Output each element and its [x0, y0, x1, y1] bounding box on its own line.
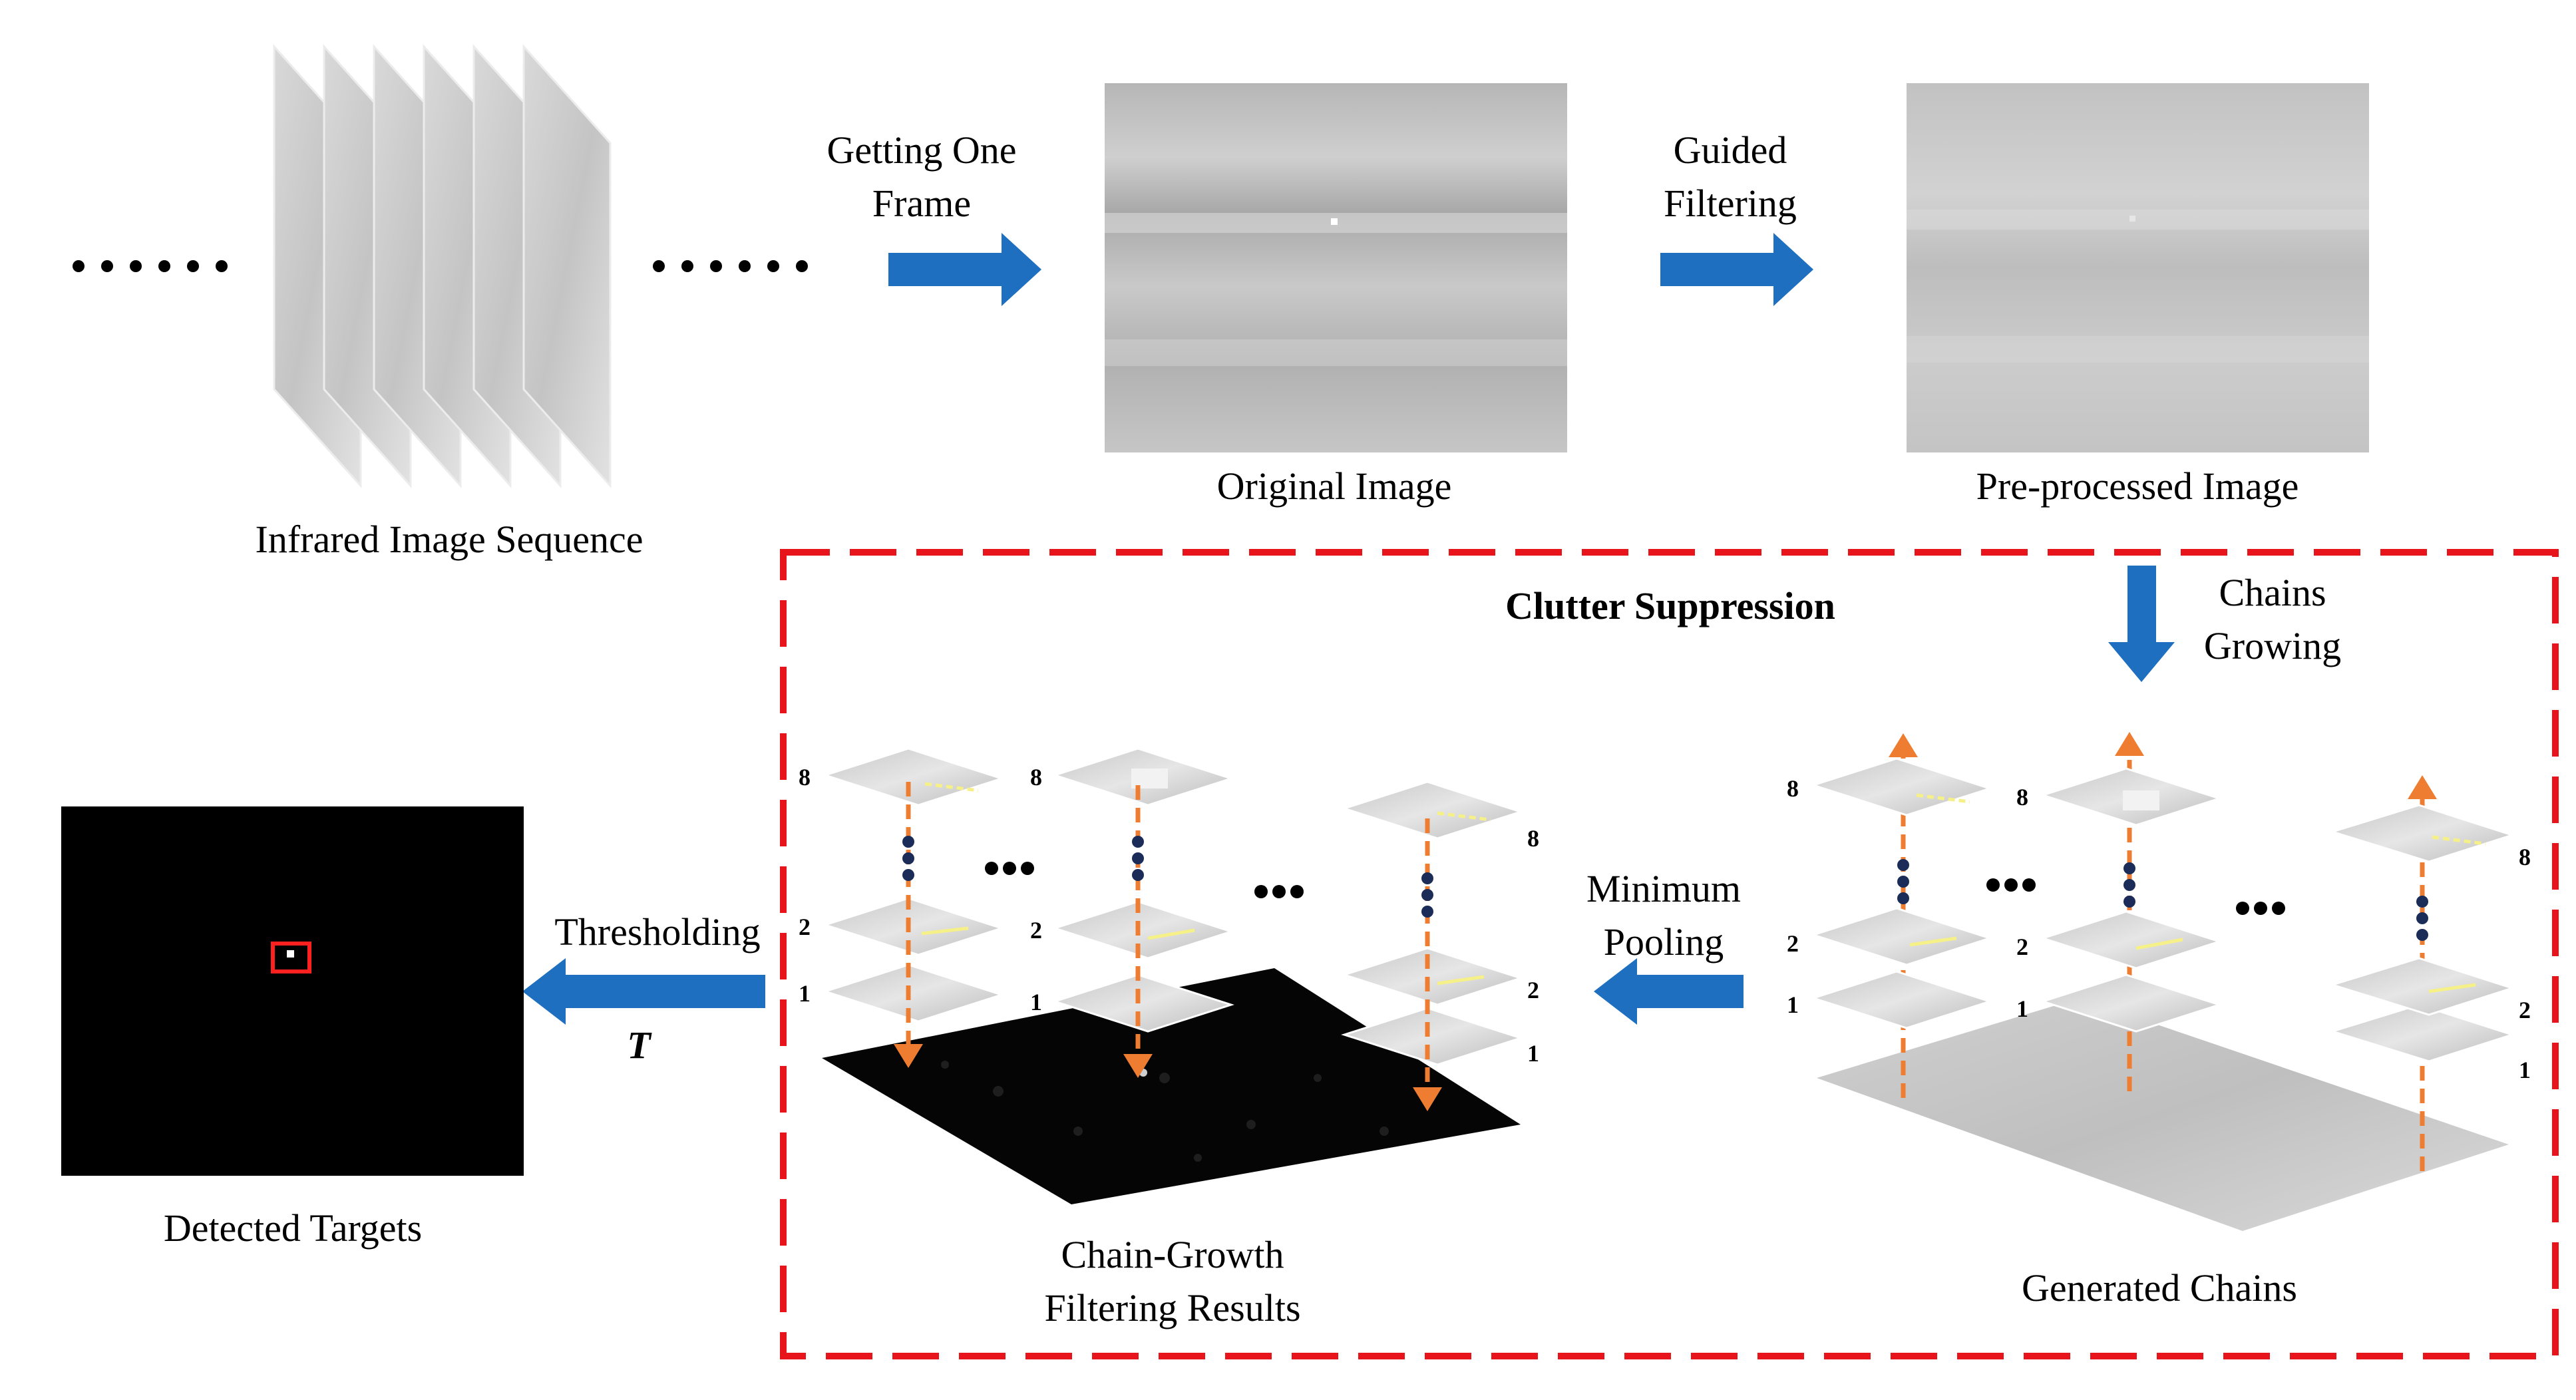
- clutter-suppression-title: Clutter Suppression: [1505, 584, 1835, 627]
- block-arrow-icon: [1594, 958, 1744, 1025]
- generated-base-image: [1817, 998, 2509, 1231]
- layer-number-8: 8: [2016, 784, 2028, 810]
- detected-targets-label: Detected Targets: [164, 1206, 422, 1250]
- block-arrow-icon: [888, 233, 1041, 306]
- generated-chains-label: Generated Chains: [2022, 1266, 2297, 1310]
- layer-number-8: 8: [1030, 764, 1042, 790]
- chain-stack: 8 2 1: [1030, 747, 1234, 1078]
- layer-number-8: 8: [799, 764, 811, 790]
- layer-number-1: 1: [2519, 1057, 2531, 1083]
- clutter-suppression-region: [780, 549, 2559, 1359]
- guided-filtering-label-line2: Filtering: [1664, 182, 1797, 225]
- ellipsis-dots-icon: [2236, 902, 2285, 915]
- layer-number-1: 1: [1527, 1040, 1539, 1067]
- layer-number-2: 2: [2519, 997, 2531, 1023]
- target-box: [271, 942, 311, 973]
- thresholding-label: Thresholding: [554, 910, 760, 954]
- layer-number-1: 1: [1030, 989, 1042, 1015]
- preprocessed-image-label: Pre-processed Image: [1976, 464, 2299, 508]
- ellipsis-dots-icon: [985, 862, 1034, 875]
- block-arrow-icon: [522, 958, 765, 1025]
- original-image-label: Original Image: [1217, 464, 1452, 508]
- ellipsis-dots-icon: [653, 260, 808, 272]
- infrared-frame-stack: [273, 44, 612, 488]
- chain-stack: 8 2 1: [1787, 733, 1993, 1098]
- chains-growing-label-line1: Chains: [2219, 571, 2326, 614]
- getting-frame-label-line2: Frame: [872, 182, 971, 225]
- block-arrow-icon: [1660, 233, 1813, 306]
- ellipsis-dots-icon: [1986, 878, 2036, 892]
- generated-chains-group: 8 2 1 8 2 1: [1787, 732, 2531, 1231]
- original-image: [1105, 83, 1567, 452]
- layer-number-2: 2: [1787, 930, 1799, 957]
- filtering-results-group: 8 2 1 8 2 1: [799, 747, 1539, 1204]
- filtering-results-label-line2: Filtering Results: [1044, 1286, 1300, 1329]
- getting-frame-label-line1: Getting One: [827, 128, 1016, 172]
- layer-number-8: 8: [1787, 775, 1799, 802]
- layer-number-1: 1: [2016, 995, 2028, 1022]
- block-arrow-icon: [2108, 566, 2175, 682]
- layer-number-8: 8: [1527, 825, 1539, 852]
- layer-number-2: 2: [1527, 977, 1539, 1003]
- layer-number-2: 2: [1030, 917, 1042, 944]
- minimum-pooling-label-line1: Minimum: [1586, 867, 1741, 910]
- detected-targets-image: [61, 806, 524, 1176]
- layer-number-8: 8: [2519, 844, 2531, 870]
- guided-filtering-label-line1: Guided: [1674, 128, 1787, 172]
- layer-number-2: 2: [2016, 934, 2028, 960]
- ellipsis-dots-icon: [73, 260, 228, 272]
- chain-stack: 8 2 1: [799, 747, 1005, 1068]
- chains-growing-label-line2: Growing: [2204, 624, 2341, 667]
- target-point: [287, 950, 294, 958]
- infrared-sequence-label: Infrared Image Sequence: [256, 518, 644, 561]
- chain-stack: 8 2 1: [2328, 775, 2531, 1171]
- layer-number-1: 1: [799, 980, 811, 1007]
- layer-number-2: 2: [799, 914, 811, 940]
- chain-stack: 8 2 1: [2016, 732, 2223, 1091]
- minimum-pooling-label-line2: Pooling: [1604, 920, 1724, 963]
- filtering-results-label-line1: Chain-Growth: [1061, 1233, 1284, 1276]
- preprocessed-image: [1907, 83, 2369, 452]
- ellipsis-dots-icon: [1254, 885, 1304, 898]
- layer-number-1: 1: [1787, 991, 1799, 1018]
- filtered-base-image: [822, 968, 1521, 1204]
- threshold-symbol: T: [627, 1023, 652, 1067]
- chain-stack: 8 2 1: [1341, 781, 1539, 1111]
